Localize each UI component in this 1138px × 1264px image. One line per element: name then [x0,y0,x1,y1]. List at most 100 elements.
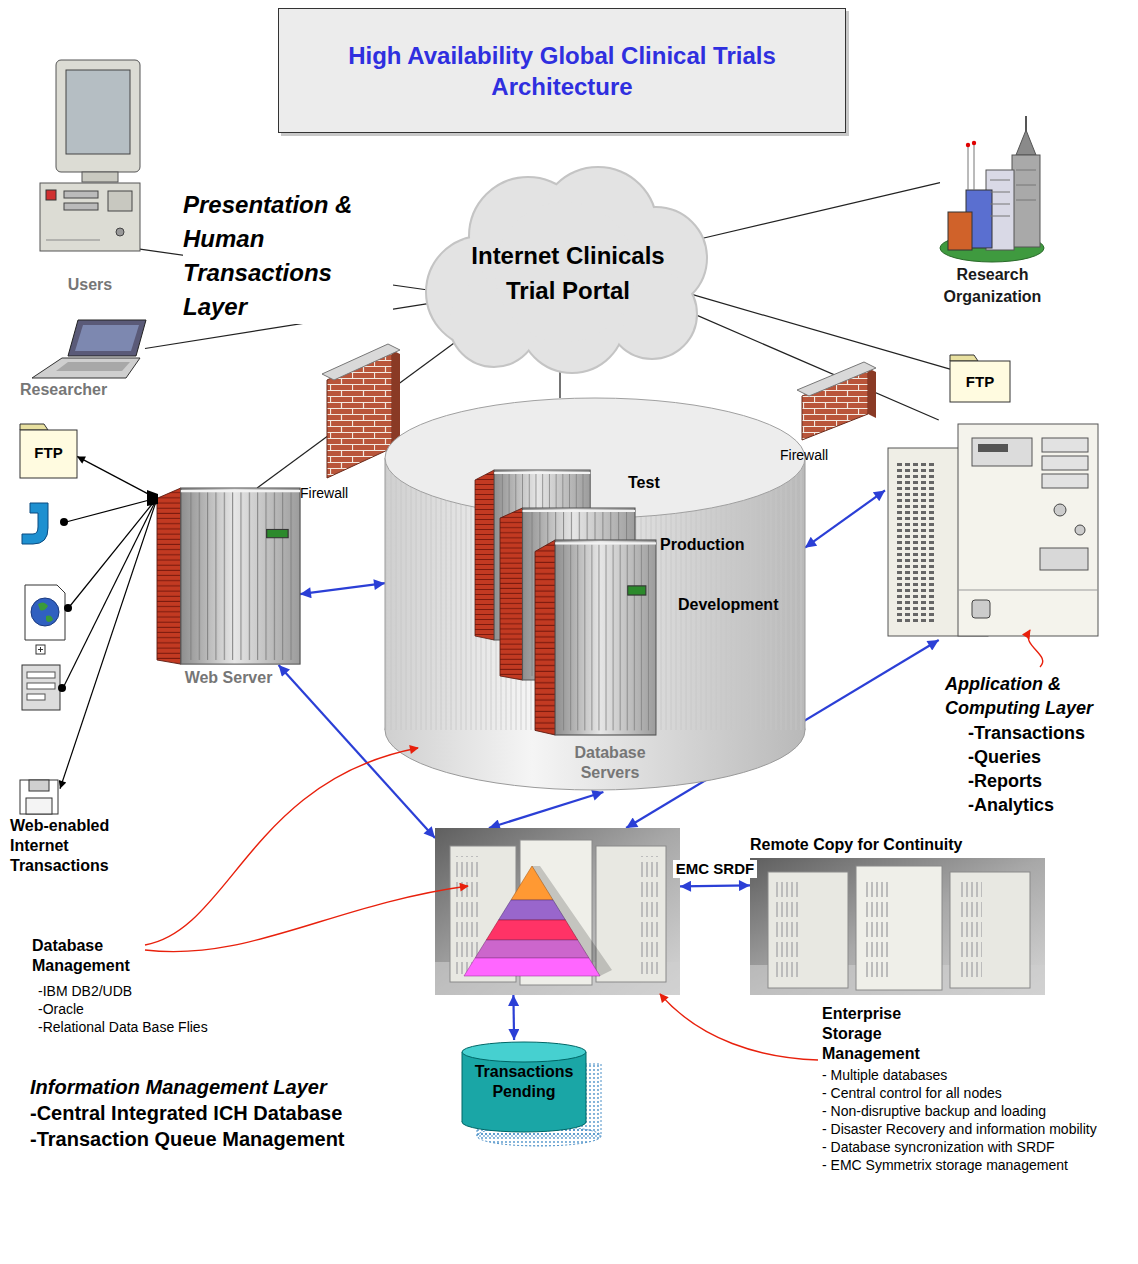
pending-cylinder: Transactions Pending [462,1040,586,1132]
application-server-icon [958,590,1098,591]
database-cylinder-shape [535,540,656,735]
storage-array-photo [435,828,680,995]
callout-heading: Enterprise Storage Management [822,1004,937,1064]
text-slot: - Database syncronization with SRDF [822,1138,1055,1156]
web-object-icons [29,780,49,791]
icon-caption: Users [20,275,160,295]
application-server-icon [1054,504,1066,516]
remote-storage-photo [856,866,942,990]
web-object-links [60,518,68,526]
cylinder-label: Database Servers [555,743,665,783]
firewall-icon [322,344,400,380]
storage-pyramid [486,920,577,940]
user-computer-icon [64,203,98,210]
callout-leader [660,994,818,1060]
text-slot: Application & Computing Layer [945,672,1130,720]
application-server-icon [896,462,936,622]
ftp-folder-icon [20,424,77,478]
firewall-label: Firewall [300,485,348,501]
connector [805,490,885,547]
web-object-icons [38,647,43,652]
web-object-links [58,490,158,692]
research-organization-icon [972,141,976,145]
user-computer-icon [46,240,100,241]
research-organization-icon [968,146,969,190]
ftp-folder: FTP [20,424,77,478]
text-slot: Database Servers [555,743,665,783]
storage-array [435,828,680,995]
callout-item: - Non-disruptive backup and loading [822,1102,1046,1120]
remote-storage-photo [866,878,890,980]
web-server: Web Server [157,488,300,665]
application-server [885,420,1100,640]
text-slot: Research Organization [925,264,1060,308]
database-cylinder-shape [805,458,806,730]
researcher-laptop-icon [75,325,139,351]
text-slot: FTP [20,444,77,462]
callout-leader [1028,630,1043,667]
layer-heading: Presentation & Human Transactions Layer [183,188,393,324]
server-label: Test [628,473,698,493]
pending-cylinder-shape [462,1052,463,1122]
application-server-icon [1042,474,1088,488]
web-object-links [66,498,157,522]
web-object-icons [25,585,65,640]
text-slot: Remote Copy for Continuity [750,835,962,855]
text-slot: Web-enabled Internet Transactions [10,816,140,876]
title-text: High Availability Global Clinical Trials… [327,40,797,102]
text-slot: Enterprise Storage Management [822,1004,937,1064]
layer-item: -Analytics [968,793,1054,817]
research-organization-icon [1012,155,1040,247]
user-computer-icon [46,190,56,200]
web-object-icons [20,503,65,814]
application-server-icon [958,424,1098,636]
text-slot: Users [20,275,160,295]
web-server-icon [157,488,300,664]
application-server-icon [1042,456,1088,470]
storage-array-photo [596,846,666,982]
floppy-disk: Web-enabled Internet Transactions [18,778,60,814]
web-object-icons [20,780,58,814]
application-server-icon [978,444,1008,452]
web-object-icons [22,503,48,544]
internet-cloud-shape [427,168,706,372]
internet-cloud: Internet Clinicals Trial Portal [428,188,708,358]
user-computer-icon [82,172,118,182]
researcher-laptop-icon [32,358,140,378]
remote-storage-photo [958,882,982,980]
connector [700,183,940,239]
text-slot: - Multiple databases [822,1066,947,1084]
research-organization: Research Organization [940,140,1045,262]
layer-heading: Information Management Layer [30,1074,327,1100]
storage-array-photo [456,856,478,974]
user-computer-icon [40,183,140,251]
text-slot: -Reports [968,769,1042,793]
storage-pyramid [475,940,589,958]
callout-item: - Central control for all nodes [822,1084,1002,1102]
callout-leader [145,886,468,952]
research-organization-icon [1016,130,1036,155]
ftp-folder-icon [20,424,48,430]
researcher-laptop-icon [32,320,146,378]
callout-item: - Multiple databases [822,1066,947,1084]
research-organization-icon [974,144,975,190]
ftp-folder: FTP [950,355,1010,402]
database-cylinder-shape [385,458,386,730]
web-object-icons [27,694,45,700]
server-label: Production [660,535,780,555]
text-slot: - Disaster Recovery and information mobi… [822,1120,1097,1138]
ftp-folder-icon [950,355,978,361]
callout-leader [145,748,418,945]
researcher-laptop: Researcher [30,320,145,377]
remote-storage-photo [750,858,1045,995]
edge-label: EMC SRDF [673,860,757,878]
layer-item: -Central Integrated ICH Database [30,1100,342,1126]
web-object-links [64,498,157,686]
text-slot: -IBM DB2/UDB [38,982,132,1000]
text-slot: -Central Integrated ICH Database [30,1100,342,1126]
internet-cloud-shape [427,168,706,372]
user-computer: Users [40,58,140,253]
user-computer-icon [108,191,132,211]
pending-cylinder-shape [462,1042,586,1062]
